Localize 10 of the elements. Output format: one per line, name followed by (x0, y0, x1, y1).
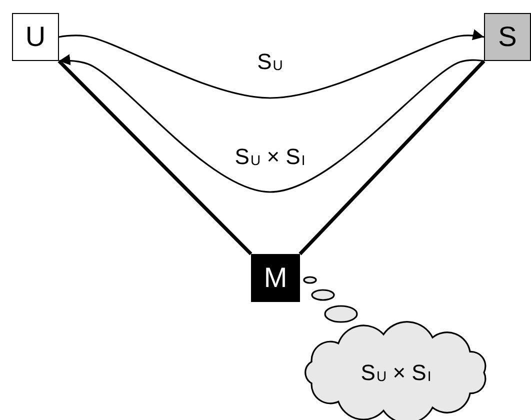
node-label: S (498, 23, 517, 51)
node-box (251, 254, 300, 302)
node-box (12, 13, 59, 61)
connector-line (298, 60, 486, 256)
connector-line (58, 60, 252, 256)
arrow (58, 54, 484, 193)
node-label: U (25, 23, 46, 51)
arrow (58, 29, 484, 99)
node-label: M (264, 264, 288, 292)
node-box (484, 13, 531, 61)
